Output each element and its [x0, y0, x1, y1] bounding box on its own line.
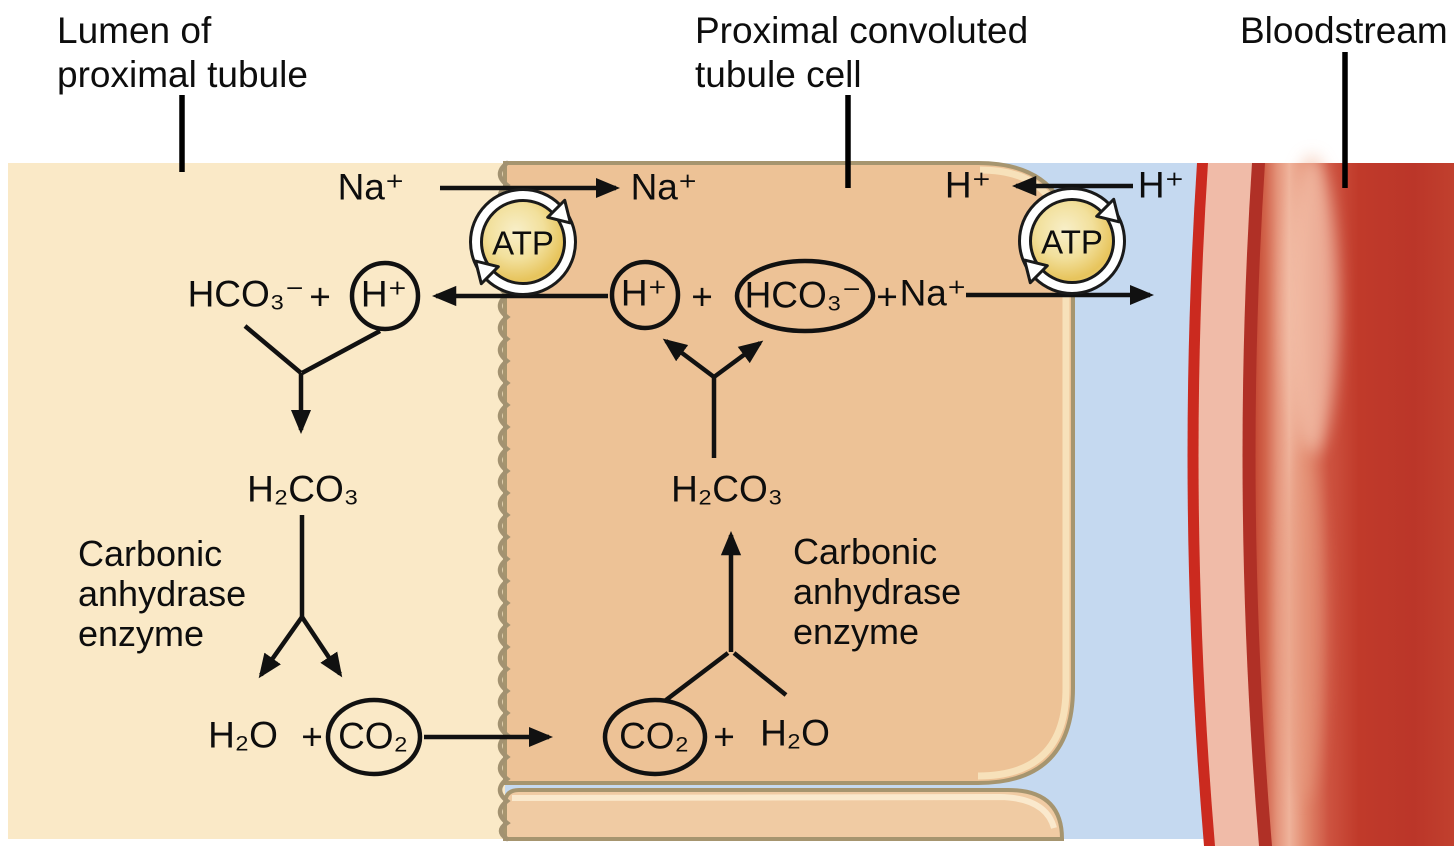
cell-label-line2: tubule cell: [695, 54, 862, 95]
bloodstream-label: Bloodstream: [1240, 10, 1448, 51]
na-label-cell: Na⁺: [630, 166, 698, 208]
atp-pump-apical: [469, 188, 577, 296]
atp-pump-core: [1028, 197, 1116, 285]
reaction-arrows: [243, 175, 1155, 748]
blood-vessel: [1187, 155, 1454, 846]
enzyme-line: Carbonic: [78, 533, 223, 574]
cell-label-line1: Proximal convoluted: [695, 10, 1029, 51]
na-label-lumen: Na⁺: [337, 166, 405, 208]
combine-line-lumen-right: [300, 329, 382, 375]
molecule-outlines: [325, 258, 876, 777]
co2-ellipse-lumen: [325, 697, 423, 777]
adjacent-cell-highlight: [511, 793, 1057, 829]
plus-sign: +: [876, 276, 898, 318]
lumen-label: Lumen of proximal tubule: [57, 9, 308, 97]
plus-sign: +: [713, 716, 735, 758]
tubule-cell-body: [503, 161, 1075, 785]
h-label-circled-lumen: H⁺: [360, 273, 408, 315]
atp-pump-basolateral: [1018, 187, 1126, 295]
h2o-label-lumen: H₂O: [208, 714, 278, 756]
rotation-arrowhead: [1023, 258, 1049, 285]
atp-label-basolateral: ATP: [1041, 223, 1103, 261]
combine-line-lumen-left: [243, 324, 303, 375]
na-label-cell-mid: Na⁺: [899, 272, 967, 314]
carbonic-anhydrase-label-lumen: Carbonic anhydrase enzyme: [78, 534, 246, 654]
blood-highlight: [1281, 450, 1325, 800]
lumen-region: [8, 163, 520, 839]
h-label-cell-top: H⁺: [944, 164, 992, 206]
enzyme-line: anhydrase: [793, 571, 962, 612]
plus-sign: +: [691, 276, 713, 318]
enzyme-line: enzyme: [793, 611, 920, 652]
carbonic-anhydrase-label-cell: Carbonic anhydrase enzyme: [793, 532, 961, 652]
co2-label-cell: CO₂: [619, 715, 689, 757]
h2co3-label-cell: H₂CO₃: [671, 468, 783, 510]
lumen-label-line1: Lumen of: [57, 10, 212, 51]
arrow-to-hco3-cell: [712, 340, 764, 379]
combine-line-cell-right: [732, 651, 788, 697]
atp-label-apical: ATP: [492, 224, 554, 262]
enzyme-line: anhydrase: [78, 573, 247, 614]
hco3-label-lumen: HCO₃⁻: [187, 273, 305, 315]
combine-line-cell-left: [664, 651, 730, 702]
label-pointers: [179, 52, 1348, 188]
enzyme-line: Carbonic: [793, 531, 938, 572]
h-label-circled-cell: H⁺: [620, 272, 668, 314]
atp-pump-core: [479, 198, 567, 286]
arrow-to-co2-lumen: [300, 615, 343, 678]
h-ion-circle-cell: [609, 259, 681, 331]
h-ion-circle-lumen: [349, 260, 421, 332]
rotation-arrowhead: [474, 259, 500, 286]
h2co3-label-lumen: H₂CO₃: [247, 468, 359, 510]
plus-sign: +: [309, 276, 331, 318]
cell-label: Proximal convoluted tubule cell: [695, 9, 1028, 97]
co2-label-lumen: CO₂: [338, 715, 408, 757]
h2o-label-cell: H₂O: [760, 712, 830, 754]
atp-pump-ring: [1021, 190, 1123, 292]
enzyme-line: enzyme: [78, 613, 205, 654]
h-label-interstitium: H⁺: [1137, 164, 1185, 206]
plus-sign: +: [301, 716, 323, 758]
arrow-to-h-cell: [662, 338, 716, 379]
vessel-lumen: [1255, 163, 1454, 846]
hco3-ellipse-cell: [734, 258, 876, 334]
rotation-arrowhead: [546, 198, 572, 225]
rotation-arrowhead: [1095, 197, 1121, 224]
blood-highlight: [1286, 155, 1338, 455]
lumen-label-line2: proximal tubule: [57, 54, 308, 95]
arrow-to-h2o-lumen: [258, 615, 304, 679]
atp-pump-ring: [472, 191, 574, 293]
co2-ellipse-cell: [602, 697, 708, 777]
hco3-label-cell: HCO₃⁻: [744, 274, 862, 316]
